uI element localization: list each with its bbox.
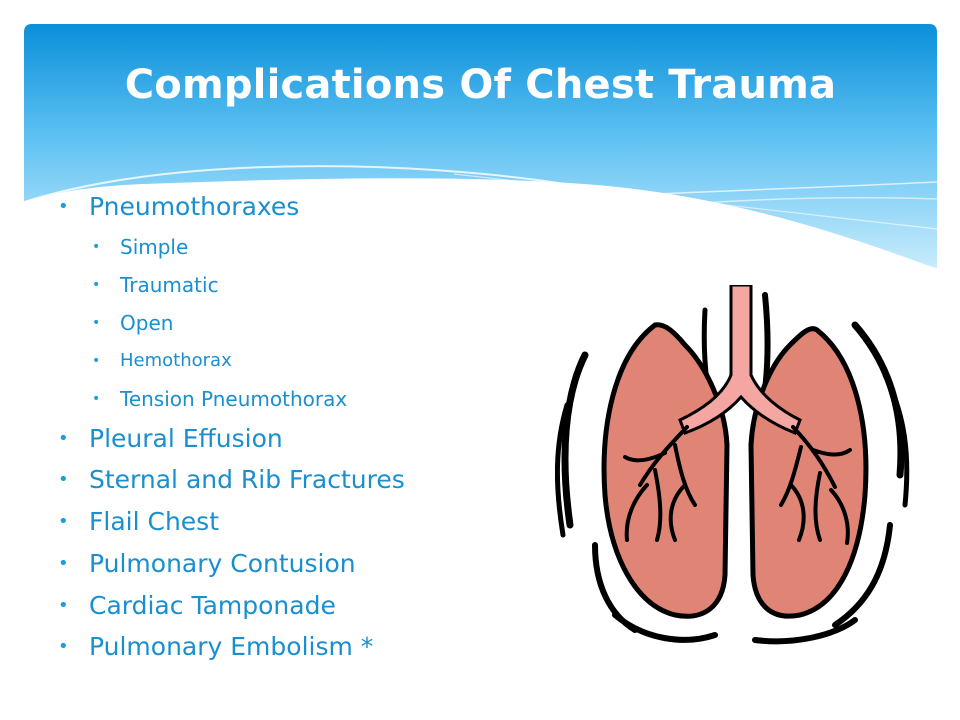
bullet-dot-icon: • <box>58 636 69 658</box>
bullet-item: • Sternal and Rib Fractures <box>58 459 538 501</box>
bullet-text: Pulmonary Contusion <box>89 548 356 578</box>
bullet-dot-icon: • <box>92 390 101 407</box>
bullet-text: Pleural Effusion <box>89 423 283 453</box>
bullet-dot-icon: • <box>58 196 69 217</box>
bullet-text: Sternal and Rib Fractures <box>89 465 405 495</box>
bullet-dot-icon: • <box>58 511 69 533</box>
bullet-dot-icon: • <box>58 552 69 574</box>
sub-bullet-item: • Open <box>58 304 538 342</box>
bullet-text: Simple <box>120 234 189 259</box>
bullet-text: Flail Chest <box>89 507 219 537</box>
sub-bullet-item: • Tension Pneumothorax <box>58 380 538 418</box>
bullet-text: Pulmonary Embolism * <box>89 632 374 662</box>
bullet-dot-icon: • <box>58 594 69 616</box>
sub-bullet-item: • Traumatic <box>58 266 538 304</box>
header-banner <box>24 24 937 274</box>
sub-bullet-item: • Simple <box>58 228 538 266</box>
bullet-list: • Pneumothoraxes • Simple • Traumatic • Open… <box>58 186 538 668</box>
bullet-dot-icon: • <box>58 427 69 449</box>
lungs-clipart <box>554 283 915 689</box>
slide-title: Complications Of Chest Trauma <box>124 62 837 108</box>
bullet-text: Hemothorax <box>120 349 232 371</box>
sub-bullet-item: • Hemothorax <box>58 342 538 380</box>
bullet-text: Pneumothoraxes <box>89 192 300 221</box>
bullet-text: Cardiac Tamponade <box>89 590 336 620</box>
bullet-text: Traumatic <box>120 272 219 297</box>
bullet-item: • Cardiac Tamponade <box>58 585 538 627</box>
bullet-dot-icon: • <box>92 276 101 293</box>
bullet-dot-icon: • <box>92 314 101 331</box>
bullet-dot-icon: • <box>92 352 101 369</box>
header-wave-background <box>24 24 937 270</box>
bullet-item: • Pulmonary Contusion <box>58 543 538 585</box>
bullet-item: • Pleural Effusion <box>58 418 538 460</box>
lungs-icon <box>554 283 910 645</box>
bullet-text: Open <box>120 310 174 335</box>
bullet-text: Tension Pneumothorax <box>120 386 348 411</box>
bullet-dot-icon: • <box>92 238 101 255</box>
bullet-item: • Pulmonary Embolism * <box>58 626 538 668</box>
bullet-item: • Flail Chest <box>58 501 538 543</box>
bullet-dot-icon: • <box>58 469 69 491</box>
bullet-item: • Pneumothoraxes <box>58 186 538 228</box>
